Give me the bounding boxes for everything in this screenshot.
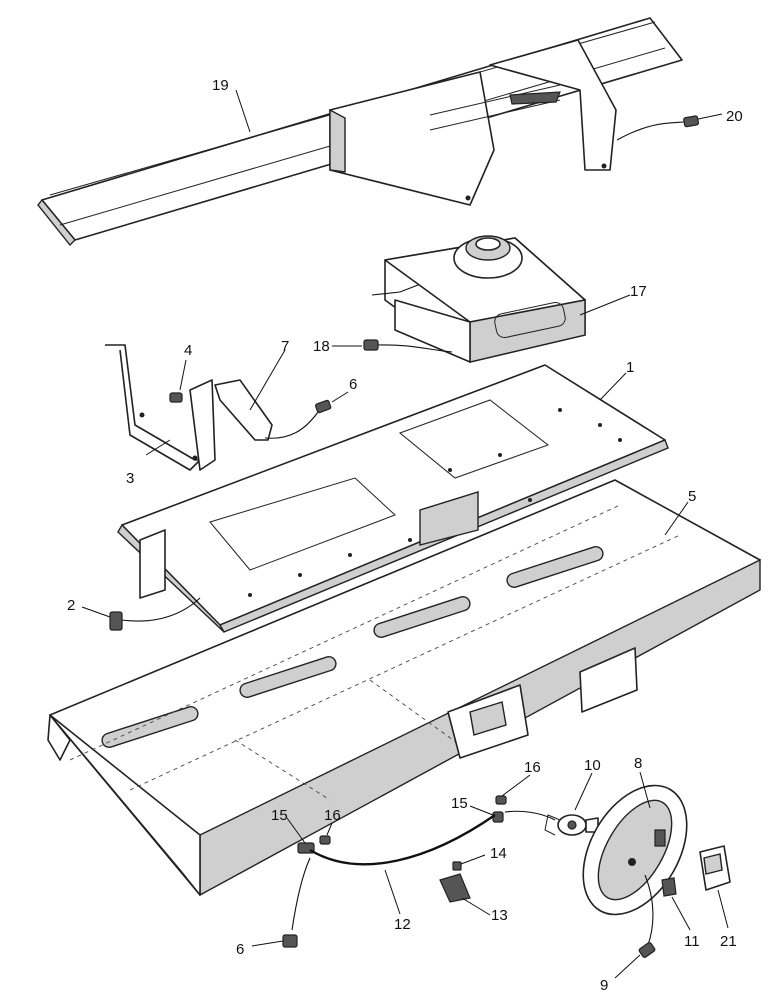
part-10-thermostat xyxy=(544,814,599,836)
callout-9: 9 xyxy=(600,977,608,994)
callout-7: 7 xyxy=(281,338,289,355)
part-8-cover xyxy=(582,784,688,916)
callout-13: 13 xyxy=(491,907,508,924)
part-6-screw-upper xyxy=(315,391,349,414)
part-21-switch xyxy=(699,845,731,891)
callout-leaders xyxy=(235,89,729,931)
part-4-screw xyxy=(169,359,187,403)
part-13-clip xyxy=(439,873,491,916)
callout-4: 4 xyxy=(184,342,192,359)
callout-15-right: 15 xyxy=(451,795,468,812)
part-9-screw xyxy=(614,874,656,979)
part-1-top-plate xyxy=(117,364,669,633)
part-14-screw xyxy=(452,854,486,871)
callout-3: 3 xyxy=(126,470,134,487)
part-6-screw-lower xyxy=(251,934,298,948)
part-5-tray xyxy=(47,479,761,897)
callout-16-left: 16 xyxy=(324,807,341,824)
part-19-rail-beam xyxy=(37,17,683,247)
part-7-bracket xyxy=(214,349,319,441)
part-11-knob xyxy=(661,877,677,897)
callout-5: 5 xyxy=(688,488,696,505)
part-2-bolt xyxy=(81,597,201,631)
callout-14: 14 xyxy=(490,845,507,862)
part-3-bracket xyxy=(105,344,216,471)
callout-6-upper: 6 xyxy=(349,376,357,393)
callout-8: 8 xyxy=(634,755,642,772)
callout-11: 11 xyxy=(684,933,700,950)
part-12-wire xyxy=(291,810,556,931)
callout-17: 17 xyxy=(630,283,647,300)
callout-labels: 19 20 17 18 4 7 6 1 3 5 2 16 10 8 15 15 … xyxy=(67,77,743,994)
part-18-bolt xyxy=(332,339,453,353)
callout-2: 2 xyxy=(67,597,75,614)
callout-20: 20 xyxy=(726,108,743,125)
callout-15-left: 15 xyxy=(271,807,288,824)
callout-10: 10 xyxy=(584,757,601,774)
callout-6-lower: 6 xyxy=(236,941,244,958)
callout-16-right: 16 xyxy=(524,759,541,776)
part-20-screw xyxy=(616,113,723,141)
callout-18: 18 xyxy=(313,338,330,355)
part-17-blower-housing xyxy=(371,235,586,363)
callout-1: 1 xyxy=(626,359,634,376)
callout-21: 21 xyxy=(720,933,737,950)
callout-19: 19 xyxy=(212,77,229,94)
callout-12: 12 xyxy=(394,916,411,933)
